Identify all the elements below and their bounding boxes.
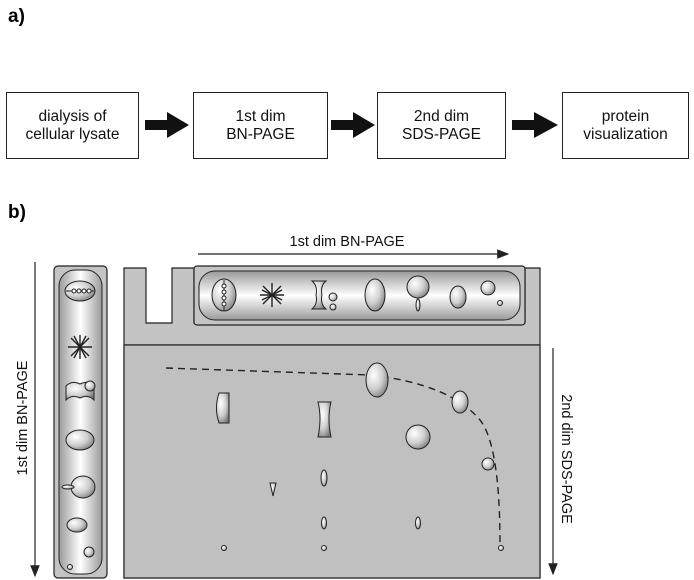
top-axis-label: 1st dim BN-PAGE [290, 234, 405, 250]
panel-a-label: a) [8, 6, 25, 27]
panel-b-label: b) [8, 202, 26, 223]
top-strip-complexes [211, 275, 503, 312]
vertical-lane [58, 269, 103, 575]
dashed-migration-curve [165, 367, 501, 546]
flow-arrow-3-icon [512, 112, 558, 138]
left-axis-label: 1st dim BN-PAGE [15, 360, 31, 475]
right-axis-label: 2nd dim SDS-PAGE [558, 394, 574, 524]
separating-gel [123, 344, 541, 579]
flow-arrow-1-icon [145, 112, 189, 138]
left-strip-complexes [61, 280, 96, 570]
step-visualization-box: protein visualization [562, 92, 689, 159]
step-first-dim-box: 1st dim BN-PAGE [193, 92, 328, 159]
horizontal-lane [198, 270, 521, 321]
step-second-dim-box: 2nd dim SDS-PAGE [377, 92, 506, 159]
flow-arrow-2-icon [331, 112, 375, 138]
protein-spots [216, 362, 504, 551]
step-dialysis-box: dialysis of cellular lysate [6, 92, 139, 159]
